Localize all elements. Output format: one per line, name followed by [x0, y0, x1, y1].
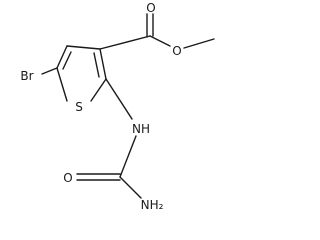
- chemical-structure: Br S O O NH O NH₂: [20, 1, 215, 212]
- bond-c5-br: [41, 67, 58, 75]
- bond-ester-c-o-single: [149, 35, 171, 47]
- bond-c2-nh: [105, 78, 133, 120]
- bond-nh-urea-carbon: [119, 135, 137, 178]
- bond-ester-o-methyl: [183, 38, 215, 49]
- amide-nh-label: NH: [132, 122, 150, 136]
- bond-c2-c3: [99, 48, 107, 80]
- bond-c2-c3-double: [93, 52, 100, 78]
- bond-urea-c-nh2: [119, 176, 142, 199]
- bond-s1-c2: [90, 78, 107, 102]
- bond-c3-c4: [66, 45, 101, 50]
- bond-c3-ester-carbon: [99, 35, 151, 50]
- urea-carbonyl-oxygen-label: O: [63, 171, 72, 185]
- bond-c4-c5-double: [62, 51, 72, 70]
- ester-ether-oxygen-label: O: [172, 44, 181, 58]
- ester-carbonyl-oxygen-label: O: [146, 1, 155, 15]
- bromine-label: Br: [20, 69, 33, 83]
- urea-amine-label: NH₂: [141, 198, 164, 212]
- bond-c5-s1: [56, 67, 68, 102]
- bond-c4-c5: [56, 45, 68, 69]
- sulfur-label: S: [75, 100, 83, 114]
